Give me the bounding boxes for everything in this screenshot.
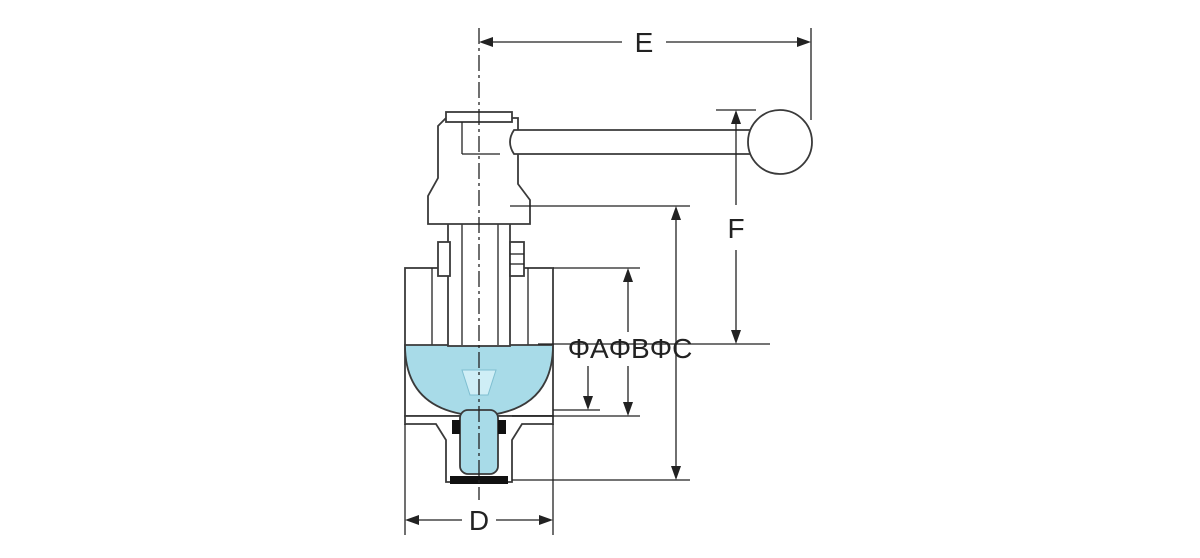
dimension-diameters: ΦAΦBΦC: [510, 205, 693, 481]
e-arrow-left: [479, 37, 493, 47]
lever-arm: [509, 129, 753, 155]
o-ring-right: [498, 420, 506, 434]
d-arrow-left: [405, 515, 419, 525]
c-arrow-top: [671, 206, 681, 220]
o-ring-left: [452, 420, 460, 434]
label-e: E: [635, 27, 654, 58]
f-arrow-bottom: [731, 330, 741, 344]
e-arrow-right: [797, 37, 811, 47]
stem-lug-right: [509, 241, 525, 277]
dimension-e: E: [479, 27, 812, 120]
b-arrow-bottom: [623, 402, 633, 416]
label-d: D: [469, 505, 489, 536]
stem-lug-left: [437, 241, 451, 277]
b-arrow-top: [623, 268, 633, 282]
dimension-d: D: [404, 424, 554, 536]
lever-handle: [509, 109, 813, 175]
lever-knob: [747, 109, 813, 175]
label-phi-a-b-c: ΦAΦBΦC: [568, 333, 693, 364]
f-arrow-top: [731, 110, 741, 124]
d-arrow-right: [539, 515, 553, 525]
c-arrow-bottom: [671, 466, 681, 480]
a-arrow-bottom: [583, 396, 593, 410]
dimension-f: F: [538, 109, 770, 345]
label-f: F: [727, 213, 744, 244]
